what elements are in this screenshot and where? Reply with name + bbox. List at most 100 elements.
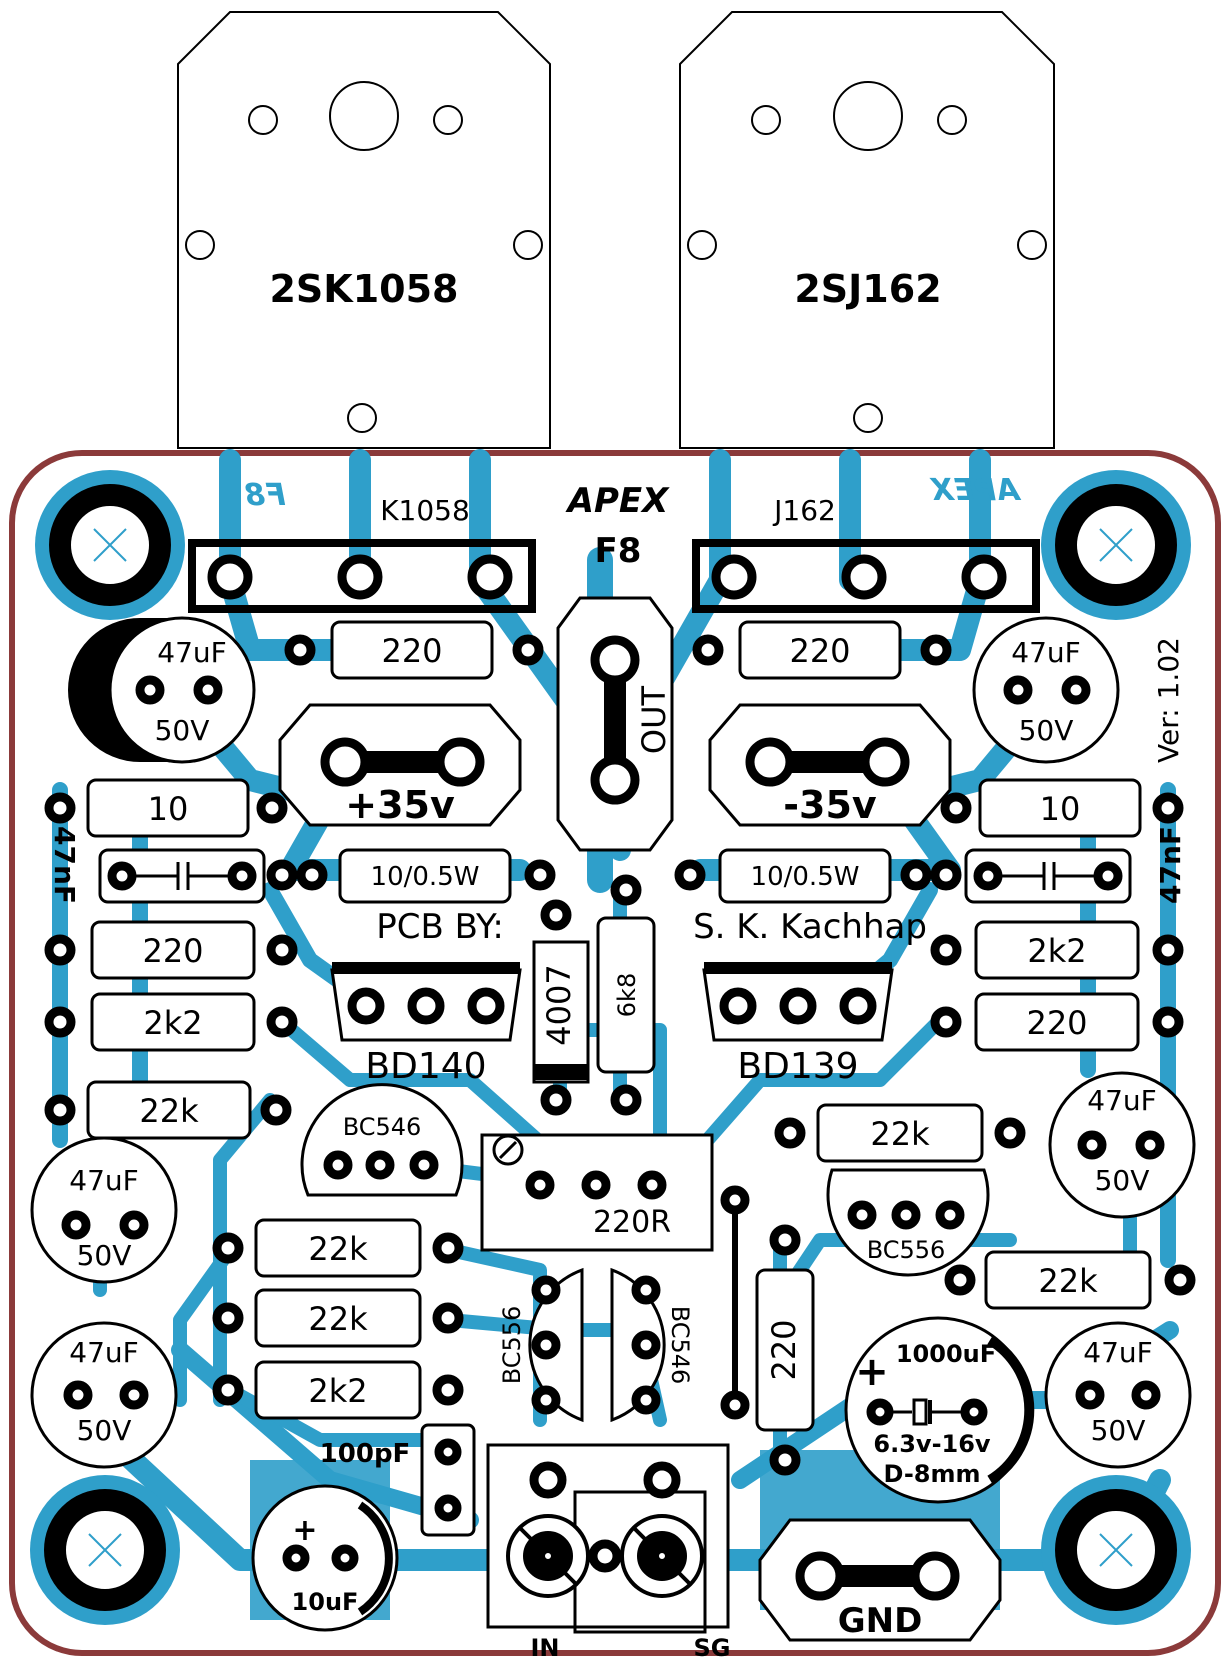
cap-47uf-mid-left: 47uF 50V <box>30 1136 178 1284</box>
author-label: S. K. Kachhap <box>693 907 927 947</box>
svg-text:22k: 22k <box>139 1092 199 1130</box>
svg-text:6k8: 6k8 <box>613 973 641 1017</box>
svg-text:50V: 50V <box>77 1239 132 1272</box>
svg-text:22k: 22k <box>1038 1262 1098 1300</box>
out-terminal: OUT <box>556 596 674 852</box>
resistor-22k-mid-b: 22k <box>212 1288 464 1348</box>
svg-text:50V: 50V <box>1091 1414 1146 1447</box>
pcb-by-label: PCB BY: <box>376 907 504 947</box>
resistor-22k-left: 22k <box>44 1080 292 1140</box>
neg-supply-label: -35v <box>783 783 877 827</box>
svg-text:BD139: BD139 <box>737 1046 858 1087</box>
version-label: Ver: 1.02 <box>1152 637 1185 763</box>
svg-text:47uF: 47uF <box>69 1164 138 1197</box>
mosfet-right-2sj162: 2SJ162 <box>679 11 1055 449</box>
mosfet-left-2sk1058: 2SK1058 <box>177 11 551 449</box>
resistor-10w-left: 10/0.5W <box>266 848 556 904</box>
svg-text:2k2: 2k2 <box>143 1004 202 1042</box>
svg-text:BD140: BD140 <box>365 1046 486 1087</box>
pos-supply-terminal: +35v <box>278 703 522 827</box>
brand-logo: APEX <box>565 481 670 521</box>
mosfet-right-footprint: J162 <box>692 494 1040 613</box>
plus-mark: + <box>292 1513 317 1548</box>
svg-text:22k: 22k <box>308 1230 368 1268</box>
svg-text:10/0.5W: 10/0.5W <box>751 862 860 892</box>
footprint-right-label: J162 <box>772 494 836 527</box>
cap-100pf: 100pF <box>320 1423 476 1537</box>
resistor-10w-right: 10/0.5W <box>674 848 962 904</box>
mosfet-left-label: 2SK1058 <box>269 267 458 311</box>
trimmer-pot-220r: 220R <box>480 1133 714 1252</box>
svg-text:BC556: BC556 <box>498 1306 526 1385</box>
svg-text:GND: GND <box>838 1601 923 1641</box>
pos-supply-label: +35v <box>345 783 455 827</box>
resistor-220-gate-right: 220 <box>692 620 952 680</box>
svg-text:100pF: 100pF <box>320 1439 411 1469</box>
transistor-bc546-bottom: BC546 <box>610 1267 694 1423</box>
svg-text:2k2: 2k2 <box>308 1372 367 1410</box>
model-label-mirrored: F8 <box>244 478 285 513</box>
mosfet-left-footprint: K1058 <box>188 494 536 613</box>
resistor-2k2-right: 2k2 <box>930 920 1184 980</box>
brand-logo-mirrored: APEX <box>929 473 1022 508</box>
svg-text:220R: 220R <box>593 1205 671 1240</box>
resistor-10-right: 10 <box>940 778 1184 838</box>
svg-text:220: 220 <box>381 632 442 670</box>
svg-text:BC546: BC546 <box>343 1113 422 1141</box>
svg-text:47uF: 47uF <box>1011 636 1080 669</box>
resistor-6k8: 6k8 <box>596 874 656 1116</box>
transistor-bc546-top: BC546 <box>300 1083 464 1197</box>
svg-text:SG: SG <box>694 1634 731 1662</box>
svg-text:BC546: BC546 <box>666 1306 694 1385</box>
resistor-220-right: 220 <box>930 992 1184 1052</box>
svg-text:22k: 22k <box>870 1115 930 1153</box>
svg-text:10: 10 <box>148 790 189 828</box>
resistor-22k-right-bottom: 22k <box>944 1250 1196 1310</box>
svg-text:22k: 22k <box>308 1300 368 1338</box>
diode-4007: 4007 <box>532 899 590 1116</box>
svg-text:6.3v-16v: 6.3v-16v <box>873 1430 991 1458</box>
transistor-bd140: BD140 <box>330 962 522 1087</box>
resistor-22k-mid-a: 22k <box>212 1218 464 1278</box>
svg-text:47uF: 47uF <box>1083 1336 1152 1369</box>
cap-47nf-right: 47nF <box>964 826 1187 904</box>
svg-text:10uF: 10uF <box>292 1588 359 1616</box>
svg-text:10/0.5W: 10/0.5W <box>371 862 480 892</box>
mount-hole-tr <box>1041 470 1191 620</box>
cap-1000uf: + 1000uF 6.3v-16v D-8mm <box>844 1316 1035 1504</box>
mounting-holes <box>30 470 1191 1625</box>
svg-text:47uF: 47uF <box>1087 1084 1156 1117</box>
svg-text:4007: 4007 <box>540 964 578 1045</box>
mount-hole-br <box>1041 1475 1191 1625</box>
transistor-bc556-right: BC556 <box>826 1168 990 1277</box>
resistor-22k-right-top: 22k <box>774 1103 1026 1163</box>
cap-47uf-top-left: 47uF 50V <box>68 616 256 764</box>
transistor-bd139: BD139 <box>702 962 894 1087</box>
svg-text:D-8mm: D-8mm <box>883 1460 980 1488</box>
svg-text:50V: 50V <box>1095 1164 1150 1197</box>
cap-10uf: + 10uF <box>251 1484 399 1632</box>
resistor-2k2-left: 2k2 <box>44 992 298 1052</box>
svg-text:50V: 50V <box>1019 714 1074 747</box>
svg-text:220: 220 <box>765 1319 803 1380</box>
svg-text:220: 220 <box>1026 1004 1087 1042</box>
resistor-220-left: 220 <box>44 920 298 980</box>
svg-text:50V: 50V <box>77 1414 132 1447</box>
mosfet-right-label: 2SJ162 <box>794 267 941 311</box>
svg-text:50V: 50V <box>155 714 210 747</box>
svg-text:47uF: 47uF <box>157 636 226 669</box>
svg-text:10: 10 <box>1040 790 1081 828</box>
footprint-left-label: K1058 <box>380 494 470 527</box>
mount-hole-tl <box>35 470 185 620</box>
svg-text:47nF: 47nF <box>1154 826 1187 904</box>
resistor-2k2-mid: 2k2 <box>212 1360 464 1420</box>
mount-hole-bl <box>30 1475 180 1625</box>
transistor-bc556-bottom: BC556 <box>498 1267 584 1423</box>
cap-47uf-bottom-right: 47uF 50V <box>1044 1321 1192 1469</box>
model-label: F8 <box>595 531 642 571</box>
cap-47nf-left: 47nF <box>48 826 266 904</box>
resistor-10-left: 10 <box>44 778 288 838</box>
svg-text:BC556: BC556 <box>867 1236 946 1264</box>
cap-47uf-mid-right: 47uF 50V <box>1048 1071 1196 1219</box>
